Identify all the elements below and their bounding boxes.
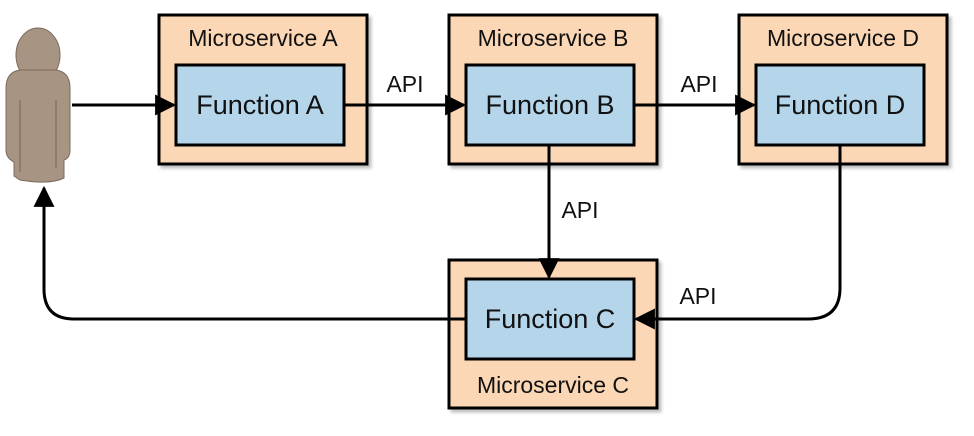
- microservice-a: Microservice A Function A: [157, 13, 369, 166]
- function-a-label: Function A: [196, 90, 324, 120]
- microservice-b-label: Microservice B: [478, 25, 629, 51]
- microservice-c-label: Microservice C: [477, 372, 629, 398]
- arrow-d-to-c: [633, 145, 842, 330]
- api-label-b-c: API: [561, 197, 598, 223]
- function-c-label: Function C: [485, 304, 616, 334]
- api-label-b-d: API: [680, 71, 717, 97]
- arrow-c-to-user: [33, 185, 466, 321]
- function-a-box: [174, 63, 346, 147]
- person-icon: [5, 27, 71, 183]
- microservice-b: Microservice B Function B: [447, 13, 659, 166]
- microservice-a-label: Microservice A: [188, 25, 338, 51]
- function-b-label: Function B: [485, 90, 614, 120]
- microservice-d: Microservice D Function D: [737, 13, 949, 166]
- function-d-label: Function D: [775, 90, 906, 120]
- api-label-d-c: API: [679, 283, 716, 309]
- api-label-a-b: API: [386, 71, 423, 97]
- microservice-d-label: Microservice D: [767, 25, 919, 51]
- connections: [33, 94, 842, 330]
- microservice-c: Function C Microservice C: [447, 258, 659, 410]
